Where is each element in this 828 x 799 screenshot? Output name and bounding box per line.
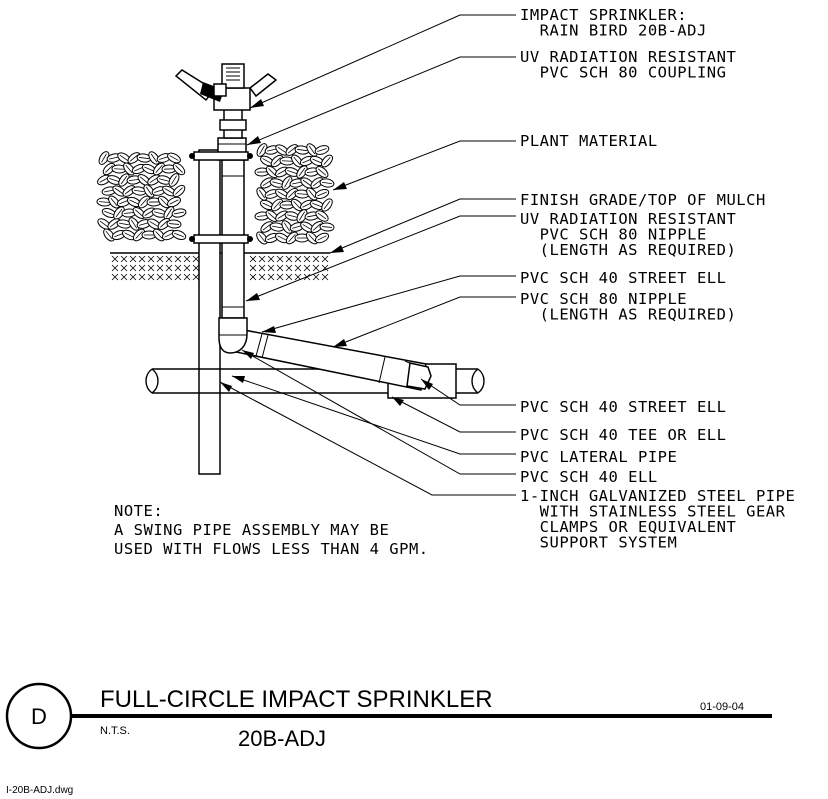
callout-uv-nipple: UV RADIATION RESISTANT PVC SCH 80 NIPPLE…: [520, 210, 805, 259]
drawing-title: FULL-CIRCLE IMPACT SPRINKLER: [100, 686, 493, 713]
filename-label: I-20B-ADJ.dwg: [6, 785, 73, 796]
callout-coupling: UV RADIATION RESISTANT PVC SCH 80 COUPLI…: [520, 48, 805, 82]
callout-lateral-pipe: PVC LATERAL PIPE: [520, 448, 726, 466]
callout-sch40-ell: PVC SCH 40 ELL: [520, 468, 707, 486]
callout-street-ell-upper: PVC SCH 40 STREET ELL: [520, 269, 776, 287]
leader-lines: [219, 14, 516, 496]
callout-labels: IMPACT SPRINKLER: RAIN BIRD 20B-ADJ UV R…: [520, 6, 828, 552]
model-number: 20B-ADJ: [238, 726, 326, 751]
callout-steel-pipe: 1-INCH GALVANIZED STEEL PIPE WITH STAINL…: [520, 487, 828, 552]
note-heading: NOTE:: [114, 502, 163, 520]
finish-grade: [110, 252, 330, 281]
callout-tee-or-ell: PVC SCH 40 TEE OR ELL: [520, 426, 776, 444]
pvc-sch40-street-ell-lower: [218, 317, 248, 354]
stainless-gear-clamps: [189, 151, 253, 244]
callout-street-ell-lower: PVC SCH 40 STREET ELL: [520, 398, 776, 416]
steel-support-pipe: [198, 149, 221, 475]
callout-sch80-nipple: PVC SCH 80 NIPPLE (LENGTH AS REQUIRED): [520, 290, 785, 324]
callout-finish-grade: FINISH GRADE/TOP OF MULCH: [520, 191, 815, 209]
scale-label: N.T.S.: [100, 725, 130, 737]
pvc-sch80-nipple-angled: [234, 329, 432, 391]
soil-hatch-left: [111, 255, 200, 281]
note-line-1: A SWING PIPE ASSEMBLY MAY BE: [114, 521, 389, 539]
impact-sprinkler-head: [174, 63, 278, 139]
callout-impact-sprinkler: IMPACT SPRINKLER: RAIN BIRD 20B-ADJ: [520, 6, 756, 40]
soil-hatch-right: [249, 255, 329, 281]
note-line-2: USED WITH FLOWS LESS THAN 4 GPM.: [114, 540, 429, 558]
note-block: NOTE: A SWING PIPE ASSEMBLY MAY BE USED …: [114, 502, 429, 558]
drawing-date: 01-09-04: [700, 701, 744, 713]
callout-plant-material: PLANT MATERIAL: [520, 132, 707, 150]
detail-letter: D: [31, 704, 47, 729]
plant-material-shrubs: [96, 143, 335, 245]
title-block: D FULL-CIRCLE IMPACT SPRINKLER 01-09-04 …: [5, 682, 772, 751]
